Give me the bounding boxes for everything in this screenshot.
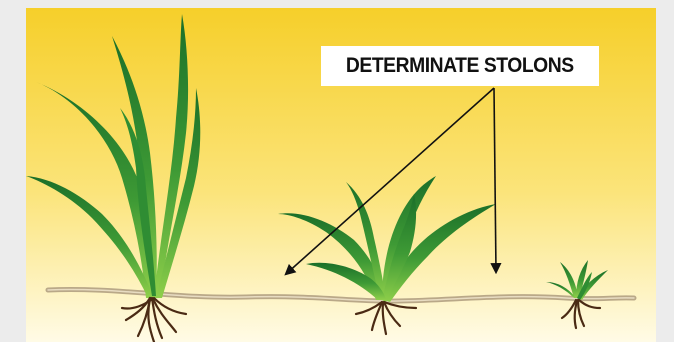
stolon-diagram: DETERMINATE STOLONS xyxy=(26,8,656,342)
label-determinate-stolons: DETERMINATE STOLONS xyxy=(346,54,574,78)
label-box: DETERMINATE STOLONS xyxy=(321,46,599,86)
